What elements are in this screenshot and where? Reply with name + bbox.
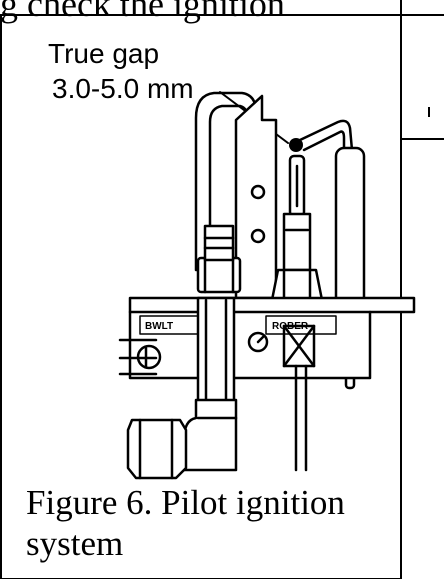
electrode-wire-2 <box>302 130 346 152</box>
panel-plate-right <box>265 315 337 335</box>
thermocouple-sleeve <box>282 212 312 272</box>
gap-label-line1: True gap <box>48 38 160 69</box>
header-rule <box>0 14 444 16</box>
bracket-hole-upper <box>250 184 266 200</box>
adjacent-box <box>400 0 444 140</box>
adjacent-box-mark <box>428 107 430 117</box>
gap-label-line2: 3.0-5.0 mm <box>52 73 194 104</box>
spark-gap-dot <box>289 138 303 152</box>
bracket-hole-lower <box>250 228 266 244</box>
figure-caption: Figure 6. Pilot ignition system <box>26 483 345 563</box>
panel-label-left: BWLT <box>145 321 173 332</box>
supply-tube <box>196 296 236 404</box>
mount-bar <box>128 296 416 380</box>
electrode-insulator <box>334 146 366 310</box>
panel-label-right: ROBER <box>272 321 309 332</box>
mount-screw-center <box>247 331 269 353</box>
page-header-text: g check the ignition <box>0 0 285 24</box>
electrode-wire <box>298 119 354 152</box>
hood-stem <box>203 224 235 262</box>
flare-nut <box>126 418 188 480</box>
elbow-fitting <box>182 398 238 472</box>
thermocouple-nut <box>270 268 324 302</box>
